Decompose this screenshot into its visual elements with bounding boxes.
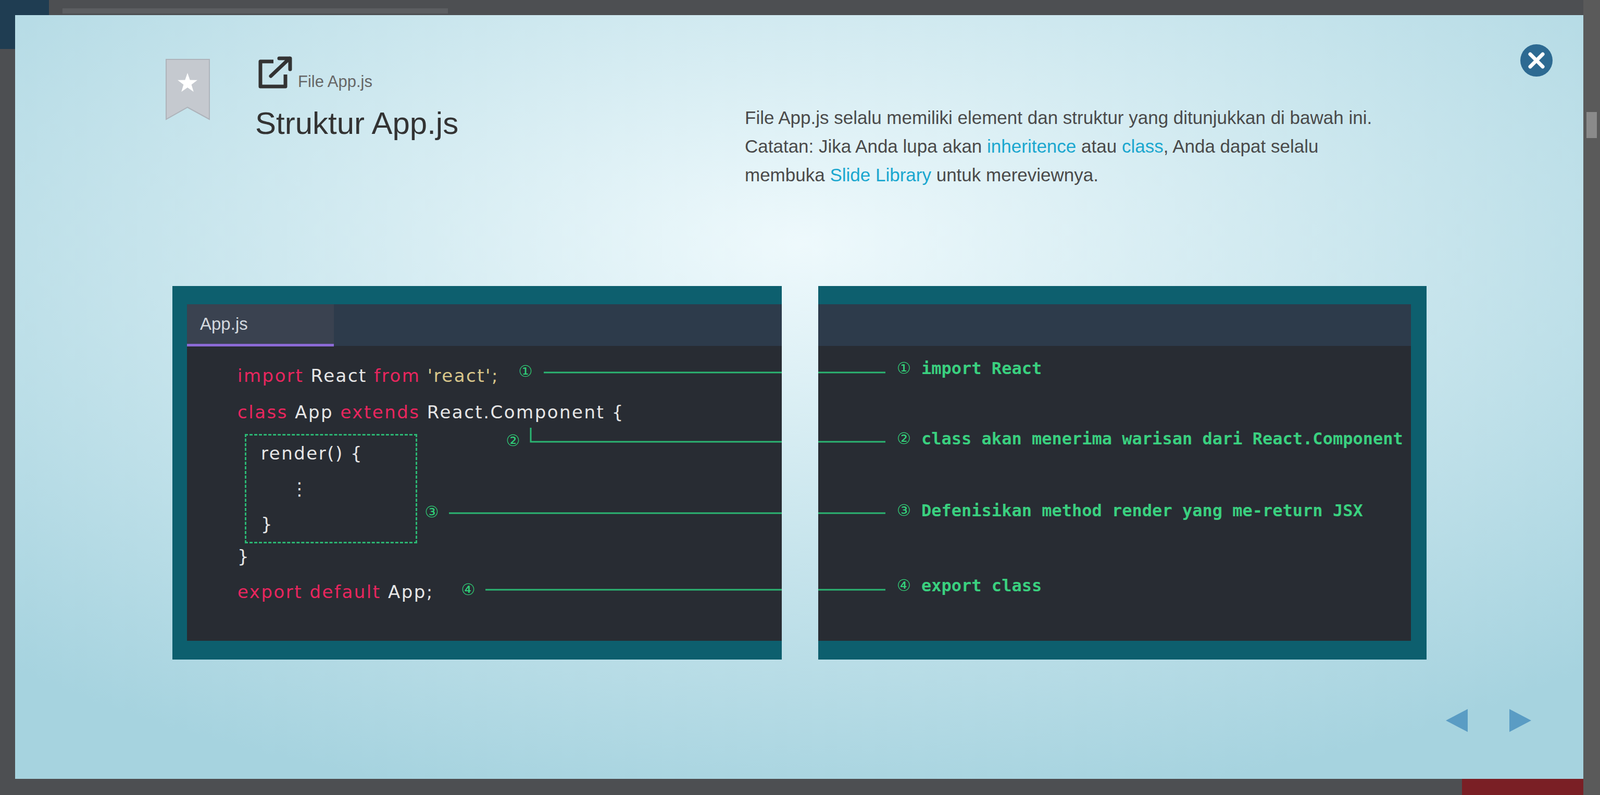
text-line: ④ [457,579,479,600]
callout-number: ① [518,361,533,381]
external-link-arrow [270,58,291,77]
text-line: ① [515,360,536,382]
code-token: App; [388,581,434,603]
scrollbar [1583,0,1600,795]
text-line: ② [502,430,524,452]
callout-number: ② [896,429,911,448]
leader-line [530,427,782,442]
note-text: untuk mereviewnya. [936,164,1099,185]
callout-number: ④ [461,580,476,599]
text-line: Defenisikan method render yang me-return… [921,500,1364,521]
code-token: } [237,545,250,567]
code-token: class [237,401,289,423]
code-frame [172,285,782,660]
text-line: Catatan: Jika Anda lupa akan inheritence… [744,131,1396,190]
next-arrow [1509,708,1532,732]
code-editor [186,304,782,641]
code-token: React.Component { [427,401,625,423]
tab-bar [186,304,782,346]
leader-line [818,512,886,515]
node-text: } [246,506,274,542]
page-bar [62,8,448,14]
leader-line [448,512,782,515]
leader-line [818,441,886,443]
text-line: ③ [896,500,911,521]
leader-line [485,589,782,591]
text-line: File App.js [297,71,373,93]
link-text: inheritence [986,135,1077,157]
code-token: 'react'; [427,365,499,386]
text-line: export class [921,575,1042,596]
code-token: default [309,581,381,603]
code-token: export [237,581,303,603]
text-line: } [237,538,250,574]
notes-frame [818,285,1427,660]
leader-line [543,371,782,374]
leader-line [818,589,886,591]
callout-text: export class [921,575,1042,596]
callout-text: Defenisikan method render yang me-return… [921,500,1364,521]
star-icon [177,72,198,92]
editor-tab: App.js [186,304,334,347]
callout-number: ④ [896,576,911,595]
slide-title: Struktur App.js [255,104,459,143]
text-line: import React from 'react'; [237,357,499,394]
note-text: Catatan: Jika Anda lupa akan [744,135,982,157]
callout-number: ③ [896,501,911,520]
bookmark-icon [166,59,210,120]
node-text: render() { [246,435,364,471]
close-button [1520,44,1553,77]
text-line: File App.js selalu memiliki element dan … [744,103,1396,132]
text-line: class App extends React.Component { [237,394,625,430]
callout-text: class akan menerima warisan dari React.C… [921,428,1404,449]
scrollbar-thumb [1586,111,1597,139]
code-token: extends [340,401,420,423]
leader-line [818,371,886,374]
callout-number: ③ [425,502,440,521]
text-line: import React [921,357,1042,379]
note-text: atau [1081,135,1117,157]
note-text: File App.js selalu memiliki element dan … [744,107,1372,128]
text-line: class akan menerima warisan dari React.C… [921,428,1404,449]
code-token: import [237,365,304,386]
method-box: render() {⋮} [244,433,418,544]
code-token: React [310,365,368,386]
text-line: ① [896,357,911,379]
callout-number: ① [896,358,911,378]
link-text: Slide Library [829,164,932,185]
code-token: from [373,365,421,386]
callout-number: ② [506,431,521,450]
prev-arrow [1445,708,1468,732]
callout-text: import React [921,358,1042,379]
modal-panel [15,15,1584,779]
node-text: App.js [186,304,248,344]
notes-editor [818,304,1411,641]
code-token: App [294,401,334,423]
tab-bar [818,304,1411,346]
node-text: ⋮ [246,470,310,507]
link-text: class [1121,135,1164,157]
text-line: export default App; [237,573,434,610]
close-cross [1530,54,1543,67]
text-line: ② [896,428,911,449]
section-label: File App.js [297,72,373,91]
text-line: ④ [896,575,911,596]
text-line: ③ [421,501,443,523]
